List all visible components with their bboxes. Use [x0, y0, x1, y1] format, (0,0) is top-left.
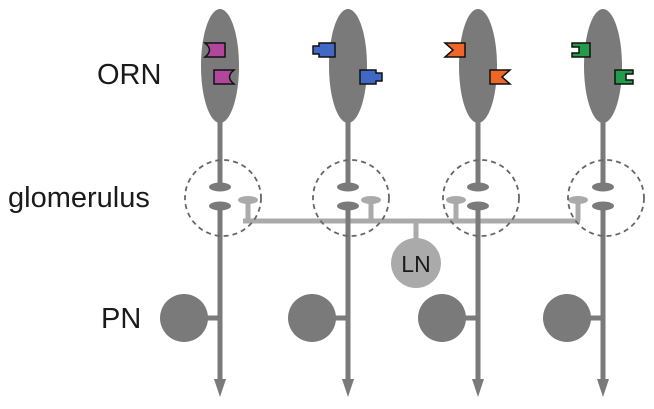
pn-output-arrow-2	[342, 379, 354, 397]
receptor-upper-4	[571, 42, 591, 58]
pn-soma-1	[160, 294, 208, 342]
glomeruli-layer	[184, 159, 645, 237]
receptor-lower-2	[359, 69, 383, 85]
orn-terminal-1	[209, 182, 231, 192]
ln-terminal-3	[446, 196, 466, 204]
ln-terminal-4	[568, 196, 588, 204]
receptor-lower-3	[489, 69, 512, 85]
glomerulus-4	[567, 159, 645, 237]
receptor-upper-3	[443, 42, 466, 58]
pn-dendrite-4	[592, 201, 614, 211]
orn-soma-3	[459, 9, 497, 123]
ln-cell-layer: LN	[391, 238, 441, 288]
receptor-upper-2	[312, 42, 336, 58]
pn-label: PN	[101, 303, 142, 335]
ln-network	[238, 196, 588, 240]
receptor-lower-4	[614, 69, 634, 85]
glomerulus-1	[184, 159, 262, 237]
orn-terminal-3	[467, 182, 489, 192]
ln-label: LN	[401, 251, 430, 277]
orn-terminal-2	[337, 182, 359, 192]
pn-output-arrow-1	[214, 379, 226, 397]
pn-soma-3	[418, 294, 466, 342]
pn-soma-2	[288, 294, 336, 342]
pn-dendrite-1	[209, 201, 231, 211]
orn-layer	[201, 9, 634, 123]
glomerulus-3	[442, 159, 520, 237]
orn-label: ORN	[97, 59, 162, 91]
orn-soma-2	[329, 9, 367, 123]
orn-soma-1	[201, 9, 239, 123]
ln-terminal-2	[361, 196, 381, 204]
orn-terminal-4	[592, 182, 614, 192]
glomerulus-2	[312, 159, 390, 237]
orn-soma-4	[584, 9, 622, 123]
ln-terminal-1	[238, 196, 258, 204]
pn-dendrite-3	[467, 201, 489, 211]
pn-output-arrow-3	[472, 379, 484, 397]
receptor-upper-1	[202, 42, 226, 58]
ln-cell-body	[391, 238, 441, 288]
pn-dendrite-2	[337, 201, 359, 211]
glomerulus-label: glomerulus	[8, 182, 150, 214]
pn-output-arrow-4	[597, 379, 609, 397]
pn-layer	[160, 294, 603, 342]
receptor-lower-1	[213, 69, 237, 85]
pn-soma-4	[543, 294, 591, 342]
